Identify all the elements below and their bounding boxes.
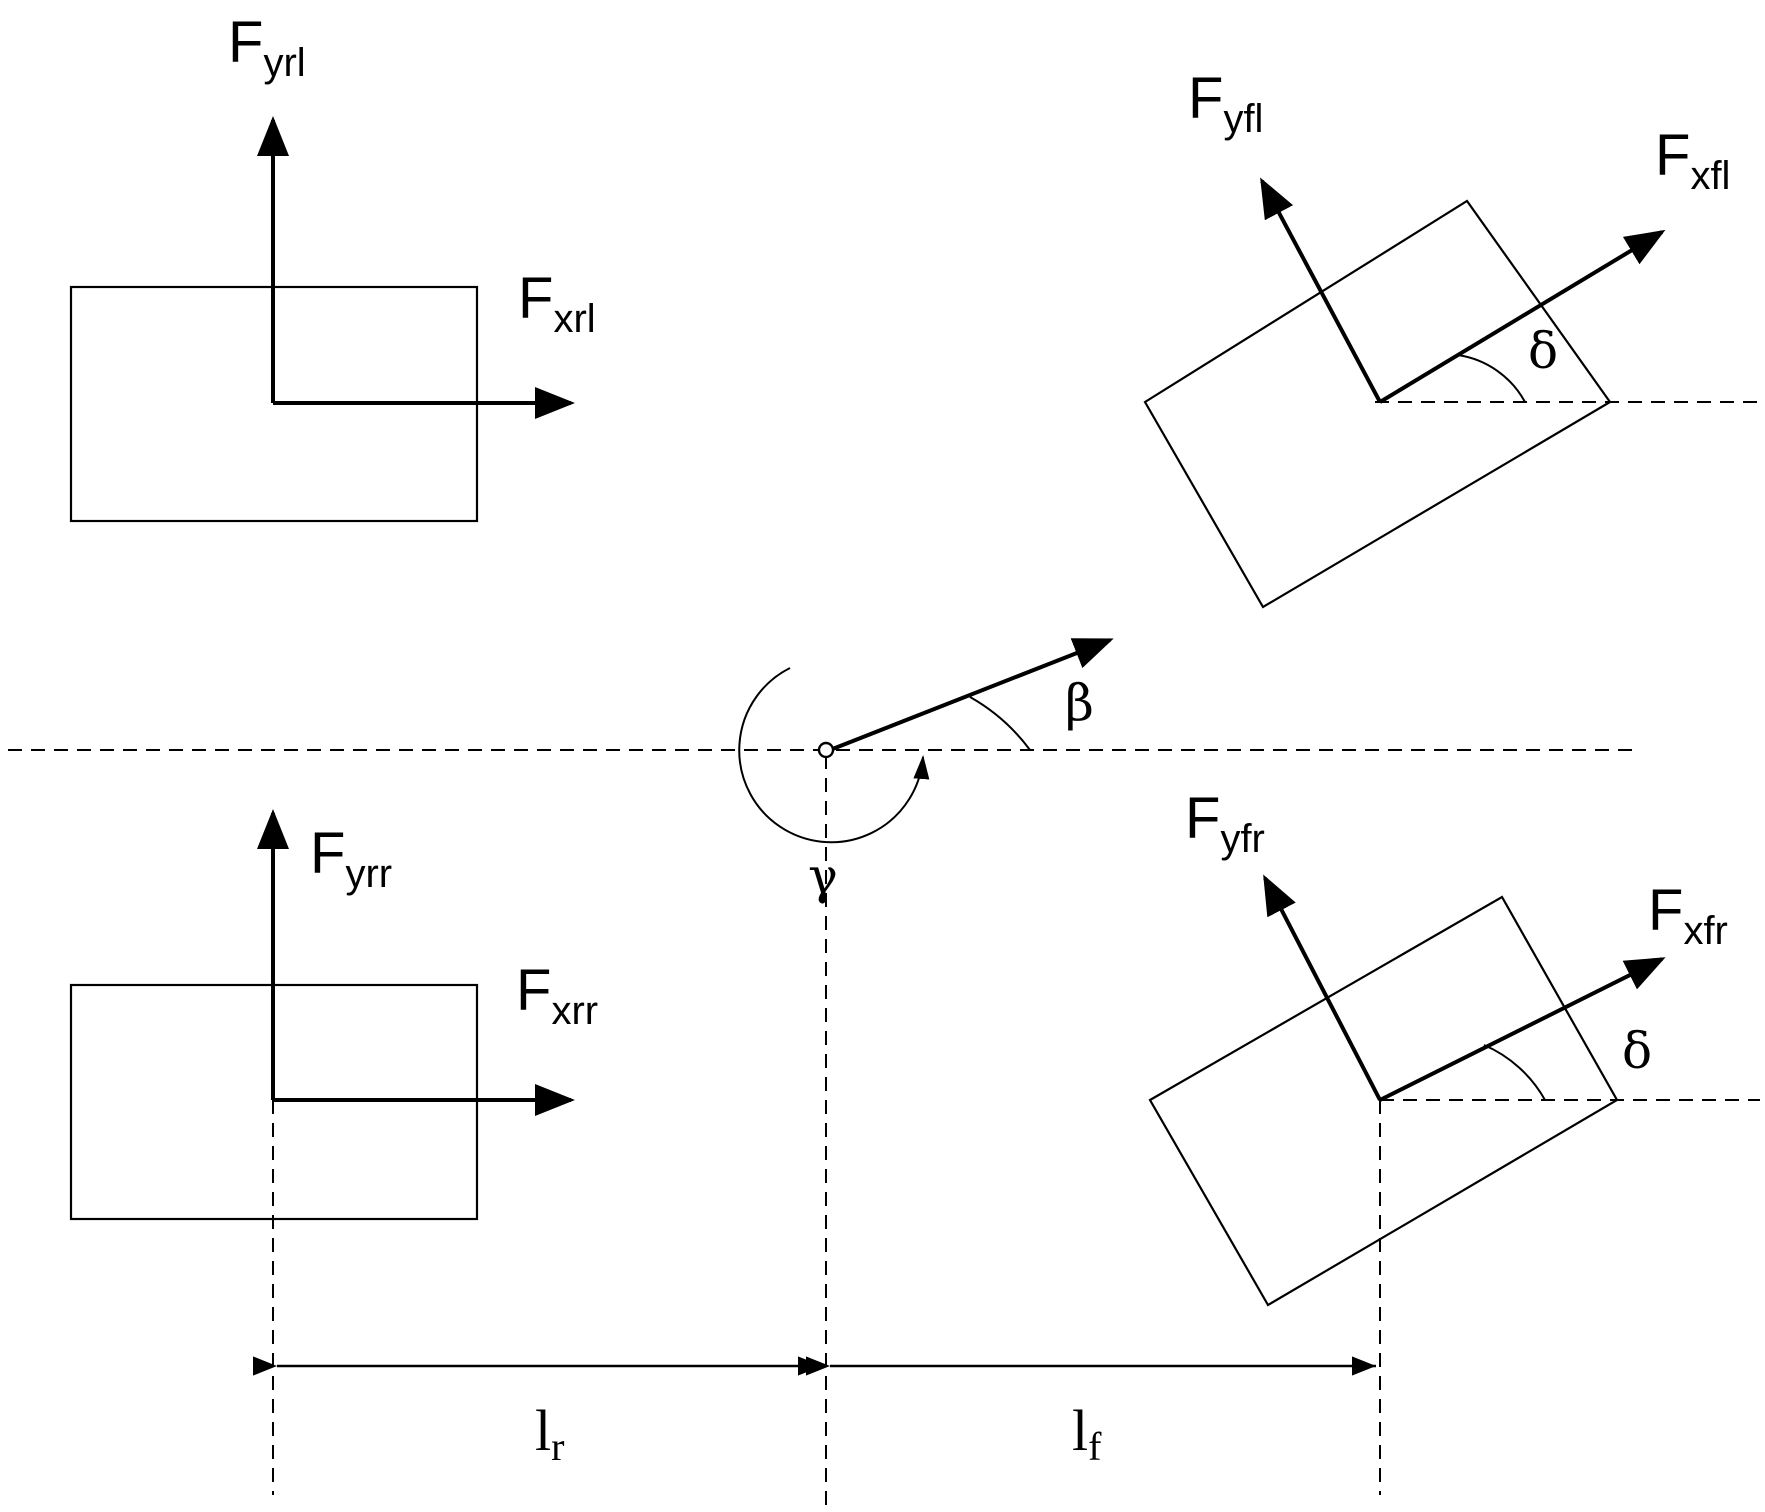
front-right-longitudinal-force-label: Fxfr [1648,878,1728,953]
front-left-steer-angle-arc [1457,354,1526,403]
velocity-vector-arrow [829,638,1114,752]
cg-point [817,741,835,759]
rear-right-wheel: Fyrr Fxrr [69,809,598,1221]
front-right-wheel: Fyfr Fxfr δ [1148,786,1728,1307]
slip-angle-arc [969,696,1031,751]
front-right-tire [1148,895,1619,1307]
slip-angle-label: β [1065,674,1094,732]
front-left-lateral-force-arrow [1260,177,1382,403]
front-right-longitudinal-force-arrow [1379,957,1666,1102]
rear-right-longitudinal-force-label: Fxrr [516,958,598,1033]
rear-right-lateral-force-label: Fyrr [310,821,392,896]
front-left-steer-angle-label: δ [1528,322,1558,380]
center-of-gravity: β γ [738,638,1114,905]
front-left-longitudinal-force-label: Fxfl [1655,123,1730,198]
yaw-rate-label: γ [808,847,838,905]
front-right-lateral-force-arrow [1263,874,1382,1101]
front-right-steer-angle-label: δ [1622,1022,1652,1080]
front-distance-label: lf [1072,1398,1102,1469]
front-left-tire [1143,199,1612,609]
yaw-rate-arc [738,667,930,844]
front-right-steer-angle-arc [1483,1044,1546,1101]
front-right-lateral-force-label: Fyfr [1185,786,1265,861]
wheelbase-dimensions: lr lf [253,1356,1376,1469]
rear-left-longitudinal-force-label: Fxrl [518,266,596,341]
front-left-longitudinal-force-arrow [1378,229,1666,404]
rear-left-lateral-force-label: Fyrl [228,10,306,85]
front-left-wheel: Fyfl Fxfl δ [1143,66,1730,609]
rear-left-wheel: Fyrl Fxrl [69,10,596,523]
front-left-lateral-force-label: Fyfl [1188,66,1263,141]
rear-distance-label: lr [535,1398,564,1469]
